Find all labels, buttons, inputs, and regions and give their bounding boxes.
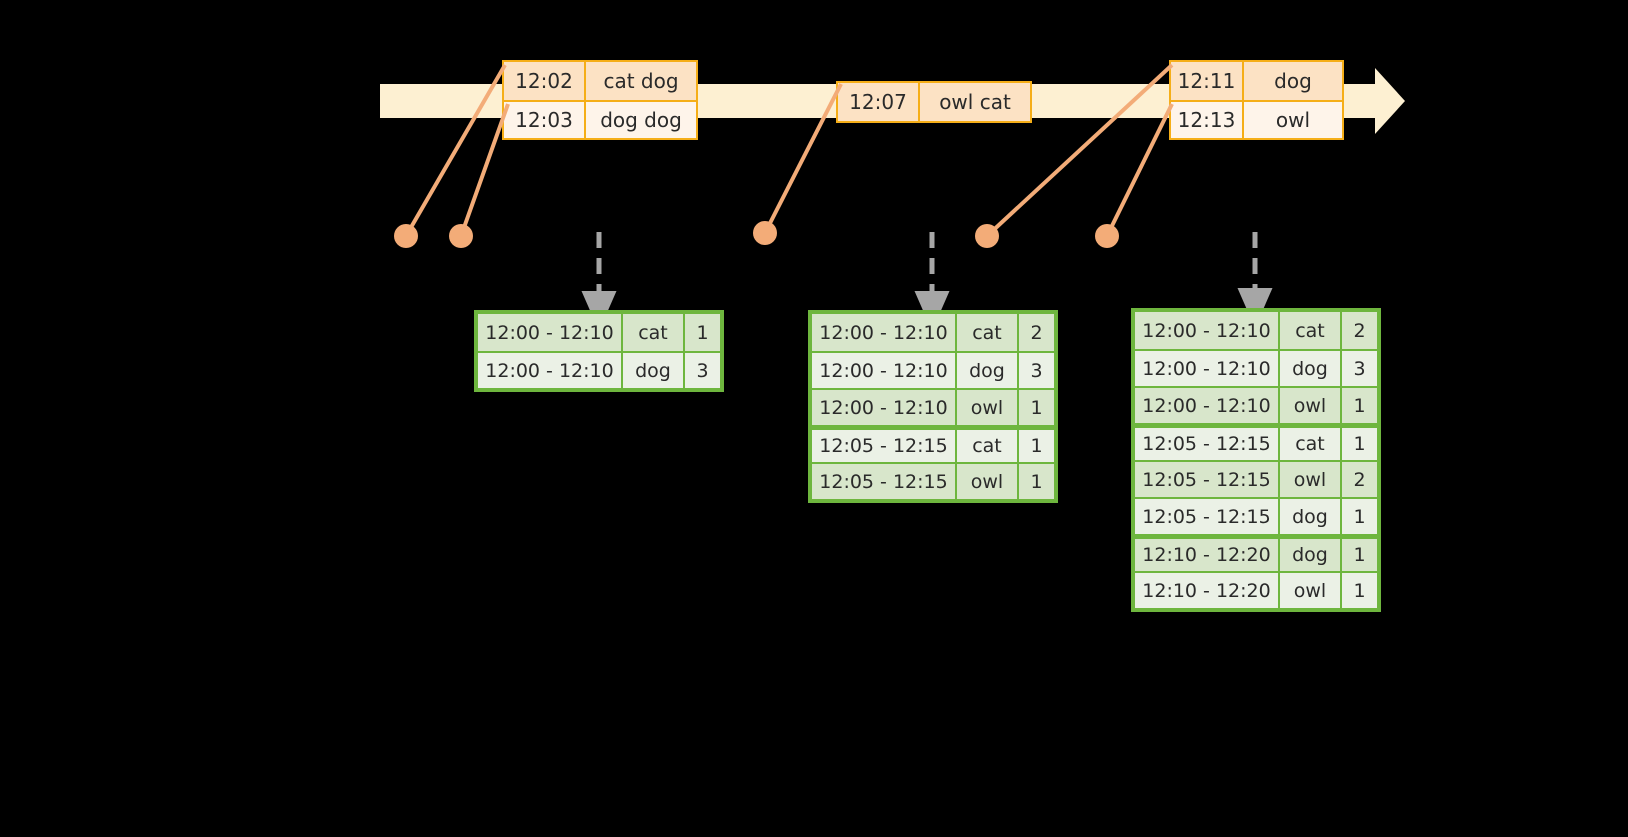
table-row[interactable]: 12:10 - 12:20 owl 1 <box>1135 571 1377 608</box>
table-row[interactable]: 12:00 - 12:10 owl 1 <box>812 388 1054 425</box>
event-group-2[interactable]: 12:07 owl cat <box>836 81 1032 123</box>
event-time: 12:03 <box>504 102 586 138</box>
count-cell: 1 <box>1030 435 1043 457</box>
table-row[interactable]: 12:00 - 12:10 cat 2 <box>812 314 1054 351</box>
event-row[interactable]: 12:11 dog <box>1171 62 1342 100</box>
key-cell: cat <box>957 314 1019 351</box>
event-row[interactable]: 12:02 cat dog <box>504 62 696 100</box>
connector-dot-3 <box>753 221 777 245</box>
connector-line-2 <box>459 103 510 237</box>
table-row[interactable]: 12:00 - 12:10 owl 1 <box>1135 386 1377 423</box>
count-cell: 1 <box>1030 470 1043 493</box>
key-cell: cat <box>957 430 1019 462</box>
count-cell: 1 <box>1353 433 1366 455</box>
key-cell: owl <box>1280 573 1342 608</box>
connector-dot-5 <box>1095 224 1119 248</box>
window-cell: 12:00 - 12:10 <box>812 390 957 425</box>
count-cell: 2 <box>1353 319 1366 342</box>
count-cell: 2 <box>1353 468 1366 491</box>
event-value: owl <box>1275 108 1311 132</box>
connector-dot-4 <box>975 224 999 248</box>
event-value: cat dog <box>603 69 679 93</box>
table-row[interactable]: 12:05 - 12:15 cat 1 <box>1135 423 1377 460</box>
connector-dot-1 <box>394 224 418 248</box>
window-cell: 12:10 - 12:20 <box>1135 539 1280 571</box>
count-cell: 2 <box>1030 321 1043 344</box>
key-cell: dog <box>623 353 685 388</box>
key-cell: dog <box>957 353 1019 388</box>
key-cell: owl <box>1280 462 1342 497</box>
result-table-2[interactable]: 12:00 - 12:10 cat 2 12:00 - 12:10 dog 3 … <box>808 310 1058 503</box>
count-cell: 1 <box>1353 505 1366 528</box>
event-time: 12:11 <box>1171 62 1244 100</box>
key-cell: cat <box>623 314 685 351</box>
result-table-1[interactable]: 12:00 - 12:10 cat 1 12:00 - 12:10 dog 3 <box>474 310 724 392</box>
window-cell: 12:00 - 12:10 <box>1135 351 1280 386</box>
count-cell: 1 <box>696 321 709 344</box>
key-cell: cat <box>1280 312 1342 349</box>
event-time: 12:13 <box>1171 102 1244 138</box>
window-cell: 12:05 - 12:15 <box>812 464 957 499</box>
count-cell: 1 <box>1353 579 1366 602</box>
key-cell: dog <box>1280 351 1342 386</box>
event-value: owl cat <box>939 90 1011 114</box>
connector-line-5 <box>1105 103 1174 237</box>
event-time: 12:02 <box>504 62 586 100</box>
window-cell: 12:00 - 12:10 <box>478 314 623 351</box>
key-cell: owl <box>1280 388 1342 423</box>
event-row[interactable]: 12:07 owl cat <box>838 83 1030 121</box>
count-cell: 3 <box>696 359 709 382</box>
window-cell: 12:05 - 12:15 <box>812 430 957 462</box>
window-cell: 12:00 - 12:10 <box>1135 312 1280 349</box>
event-value: dog <box>1274 69 1312 93</box>
window-cell: 12:05 - 12:15 <box>1135 499 1280 534</box>
event-time: 12:07 <box>838 83 920 121</box>
window-cell: 12:00 - 12:10 <box>1135 388 1280 423</box>
table-row[interactable]: 12:10 - 12:20 dog 1 <box>1135 534 1377 571</box>
table-row[interactable]: 12:05 - 12:15 cat 1 <box>812 425 1054 462</box>
key-cell: owl <box>957 390 1019 425</box>
count-cell: 3 <box>1353 357 1366 380</box>
key-cell: owl <box>957 464 1019 499</box>
key-cell: dog <box>1280 539 1342 571</box>
window-cell: 12:05 - 12:15 <box>1135 462 1280 497</box>
count-cell: 1 <box>1353 394 1366 417</box>
table-row[interactable]: 12:00 - 12:10 dog 3 <box>478 351 720 388</box>
result-table-3[interactable]: 12:00 - 12:10 cat 2 12:00 - 12:10 dog 3 … <box>1131 308 1381 612</box>
window-cell: 12:00 - 12:10 <box>812 314 957 351</box>
table-row[interactable]: 12:00 - 12:10 cat 1 <box>478 314 720 351</box>
count-cell: 1 <box>1030 396 1043 419</box>
window-cell: 12:10 - 12:20 <box>1135 573 1280 608</box>
connector-dot-2 <box>449 224 473 248</box>
key-cell: cat <box>1280 428 1342 460</box>
table-row[interactable]: 12:00 - 12:10 cat 2 <box>1135 312 1377 349</box>
count-cell: 1 <box>1353 544 1366 566</box>
window-cell: 12:05 - 12:15 <box>1135 428 1280 460</box>
table-row[interactable]: 12:05 - 12:15 owl 1 <box>812 462 1054 499</box>
table-row[interactable]: 12:00 - 12:10 dog 3 <box>1135 349 1377 386</box>
event-value: dog dog <box>600 108 682 132</box>
event-group-1[interactable]: 12:02 cat dog 12:03 dog dog <box>502 60 698 140</box>
table-row[interactable]: 12:05 - 12:15 owl 2 <box>1135 460 1377 497</box>
key-cell: dog <box>1280 499 1342 534</box>
event-group-3[interactable]: 12:11 dog 12:13 owl <box>1169 60 1344 140</box>
timeline-arrowhead <box>1375 68 1405 134</box>
window-cell: 12:00 - 12:10 <box>812 353 957 388</box>
window-cell: 12:00 - 12:10 <box>478 353 623 388</box>
table-row[interactable]: 12:05 - 12:15 dog 1 <box>1135 497 1377 534</box>
event-row[interactable]: 12:03 dog dog <box>504 100 696 138</box>
event-row[interactable]: 12:13 owl <box>1171 100 1342 138</box>
table-row[interactable]: 12:00 - 12:10 dog 3 <box>812 351 1054 388</box>
count-cell: 3 <box>1030 359 1043 382</box>
